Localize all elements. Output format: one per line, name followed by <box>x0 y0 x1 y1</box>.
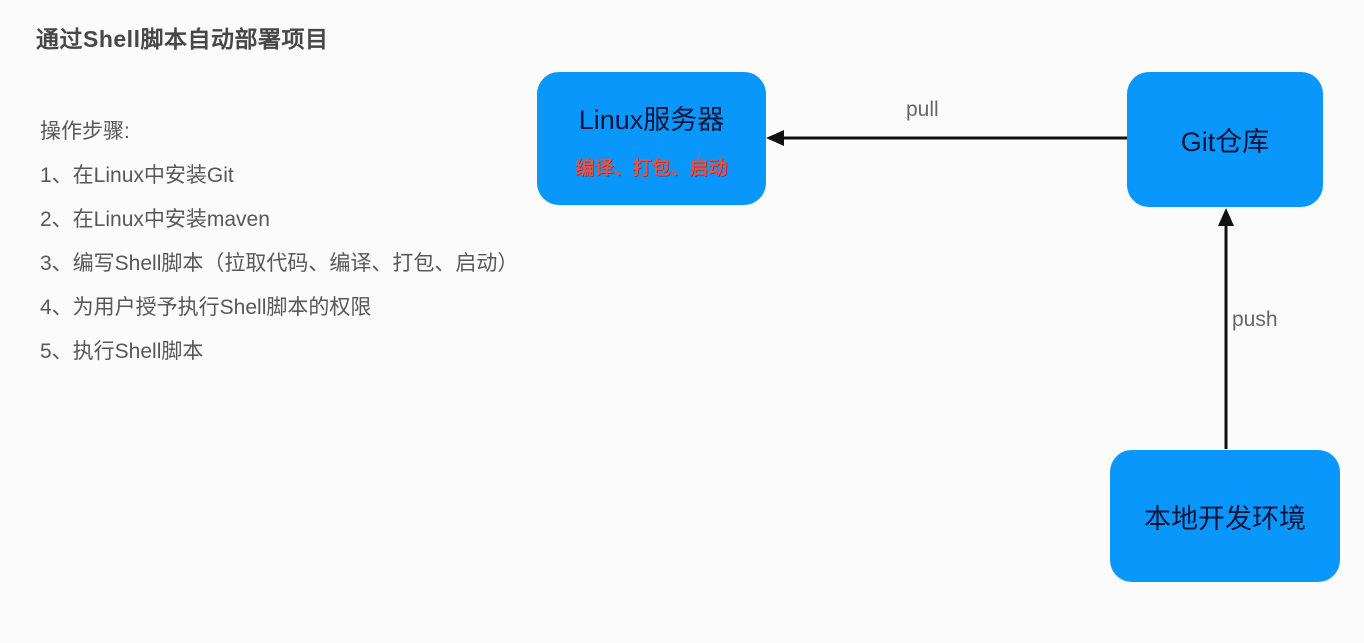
push-edge-label: push <box>1232 308 1278 331</box>
node-linux-server: Linux服务器 编译、打包、启动 <box>537 72 766 205</box>
steps-list: 操作步骤: 1、在Linux中安装Git 2、在Linux中安装maven 3、… <box>40 110 518 374</box>
linux-server-sublabel: 编译、打包、启动 <box>575 157 728 179</box>
step-item-1: 1、在Linux中安装Git <box>40 164 234 187</box>
page-title: 通过Shell脚本自动部署项目 <box>36 26 329 52</box>
step-item-5: 5、执行Shell脚本 <box>40 340 204 363</box>
git-repo-label: Git仓库 <box>1180 127 1270 157</box>
steps-heading: 操作步骤: <box>40 120 130 143</box>
local-dev-label: 本地开发环境 <box>1144 503 1306 534</box>
pull-edge-label: pull <box>906 98 939 121</box>
node-local-dev: 本地开发环境 <box>1110 450 1340 582</box>
pull-arrow <box>766 130 1127 146</box>
node-git-repo: Git仓库 <box>1127 72 1323 207</box>
step-item-3: 3、编写Shell脚本（拉取代码、编译、打包、启动） <box>40 252 519 275</box>
step-item-2: 2、在Linux中安装maven <box>40 208 270 231</box>
step-item-4: 4、为用户授予执行Shell脚本的权限 <box>40 296 372 319</box>
linux-server-label: Linux服务器 <box>578 104 725 135</box>
